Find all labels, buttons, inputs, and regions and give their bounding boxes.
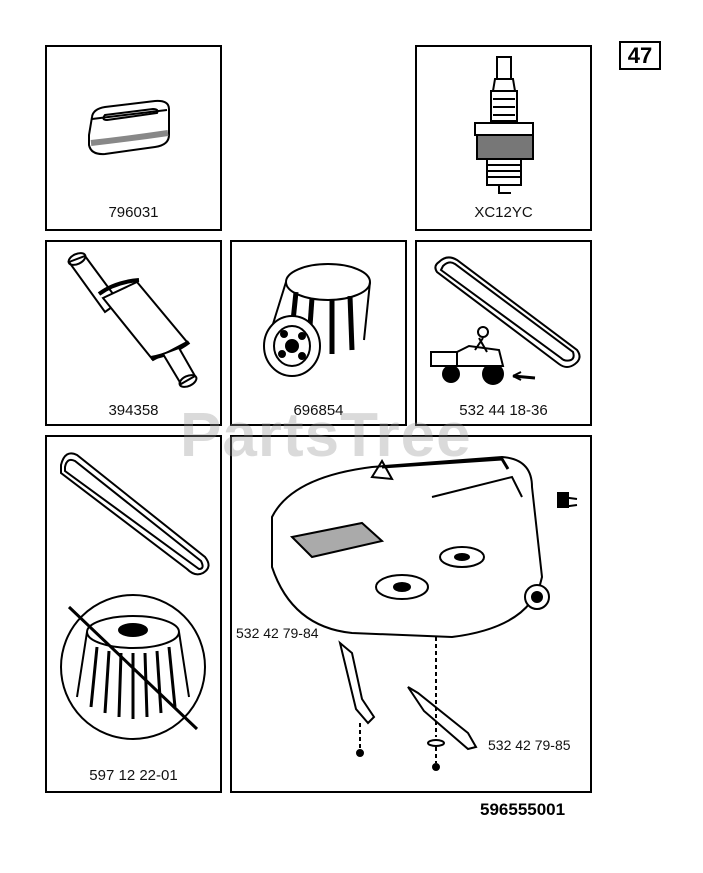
part-number-label: 796031 (108, 204, 159, 221)
watermark-text: PartsTree (180, 401, 472, 470)
blade-right-part-number: 532 42 79-85 (488, 737, 571, 753)
fuel-filter-illustration (67, 252, 198, 388)
part-box-oil-filter[interactable]: 696854 (230, 240, 407, 426)
oil-filter-illustration (263, 263, 371, 377)
air-filter-illustration (88, 99, 170, 156)
tractor-belt-illustration (430, 256, 581, 385)
deck-belt-illustration (60, 452, 210, 740)
part-number-label: XC12YC (474, 204, 533, 221)
part-number-label: 394358 (108, 402, 159, 419)
document-number: 596555001 (480, 800, 566, 819)
part-box-mower-deck[interactable]: 532 42 79-84 532 42 79-85 (230, 435, 592, 793)
part-box-fuel-filter[interactable]: 394358 (45, 240, 222, 426)
mower-deck-illustration (271, 455, 578, 771)
part-box-air-filter[interactable]: 796031 (45, 45, 222, 231)
part-box-tractor-belt[interactable]: 532 44 18-36 (415, 240, 592, 426)
part-box-spark-plug[interactable]: XC12YC (415, 45, 592, 231)
blade-left-part-number: 532 42 79-84 (236, 625, 319, 641)
spark-plug-illustration (474, 56, 534, 194)
part-number-label: 696854 (293, 402, 344, 419)
part-number-label: 532 44 18-36 (459, 402, 548, 419)
part-number-label: 597 12 22-01 (89, 767, 178, 784)
page-number-badge: 47 (619, 41, 661, 70)
part-box-deck-belt[interactable]: 597 12 22-01 (45, 435, 222, 793)
